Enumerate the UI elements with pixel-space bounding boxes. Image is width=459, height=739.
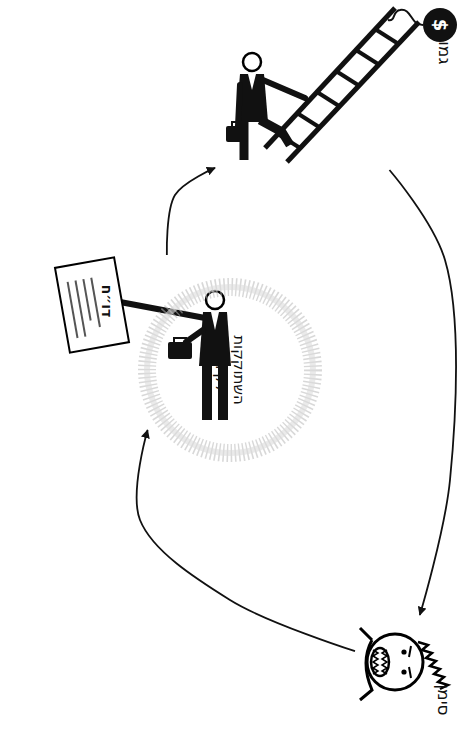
- report-title: דו״ח: [99, 285, 116, 318]
- cycle-arrow: [389, 170, 456, 615]
- cycle-arrow: [167, 168, 215, 255]
- cue-label: סימן: [434, 684, 454, 715]
- dollar-sign: $: [430, 19, 451, 32]
- cycle-arrow: [137, 430, 355, 651]
- cue-figure: סימן: [355, 615, 459, 730]
- response-figure: דו״ח: [55, 255, 255, 430]
- craving-label: השתוקקות לקידום: [212, 324, 248, 416]
- craving-circle: השתוקקות לקידום: [135, 275, 325, 465]
- reward-label: גמול: [435, 32, 455, 65]
- ladder-climber: [226, 8, 457, 162]
- reward-figure: גמול: [215, 0, 459, 170]
